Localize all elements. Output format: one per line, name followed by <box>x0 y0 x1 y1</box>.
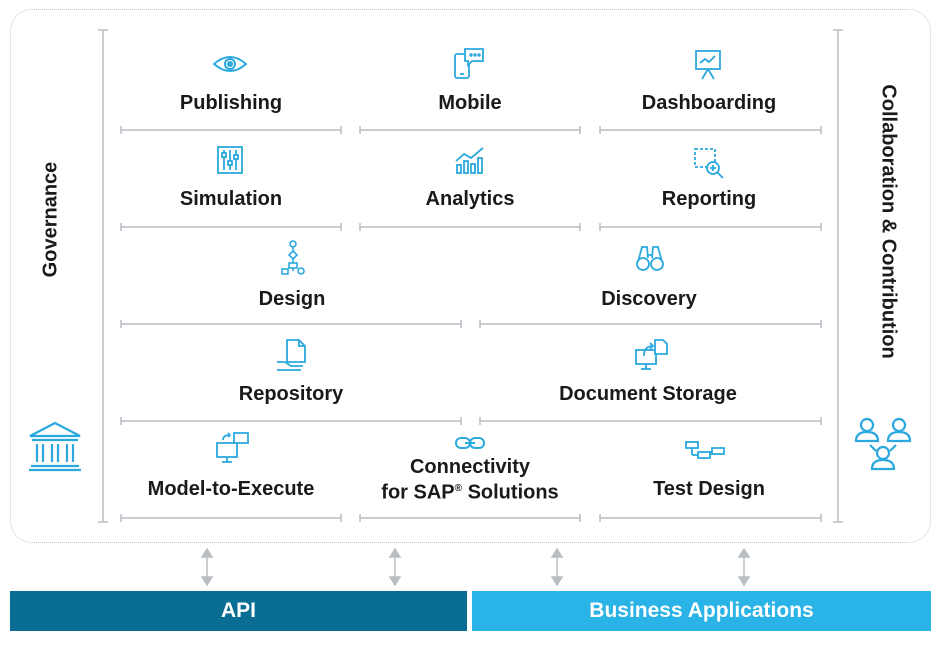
label-test-design: Test Design <box>653 478 765 500</box>
label-connectivity-line2: for SAP® Solutions <box>381 481 559 504</box>
label-mobile: Mobile <box>438 92 502 114</box>
binoculars-icon <box>636 246 664 271</box>
link-icon <box>455 437 485 449</box>
label-analytics: Analytics <box>425 188 515 210</box>
eye-icon <box>212 56 248 72</box>
registered-mark: ® <box>454 483 463 494</box>
label-dashboarding: Dashboarding <box>641 92 777 114</box>
arrow-1 <box>200 547 214 587</box>
label-simulation: Simulation <box>179 188 283 210</box>
business-applications-bar: Business Applications <box>472 591 931 631</box>
label-reporting: Reporting <box>661 188 757 210</box>
bank-building-icon <box>29 421 81 472</box>
presentation-board-icon <box>695 50 721 80</box>
label-design: Design <box>258 288 326 310</box>
label-model-to-execute: Model-to-Execute <box>147 478 315 500</box>
label-connectivity-line1: Connectivity <box>409 456 531 478</box>
label-document-storage: Document Storage <box>559 383 737 405</box>
api-bar: API <box>10 591 467 631</box>
arrow-3 <box>550 547 564 587</box>
label-discovery: Discovery <box>601 288 697 310</box>
test-flow-icon <box>685 441 725 459</box>
search-report-icon <box>694 148 724 179</box>
collaboration-label: Collaboration & Contribution <box>877 84 900 359</box>
bar-chart-trend-icon <box>455 147 484 174</box>
platform-frame <box>10 9 931 543</box>
arrow-2 <box>388 547 402 587</box>
document-monitor-icon <box>635 339 668 370</box>
label-repository: Repository <box>238 383 344 405</box>
process-flow-icon <box>281 240 305 275</box>
monitor-sync-icon <box>216 432 249 463</box>
label-publishing: Publishing <box>179 92 283 114</box>
mobile-chat-icon <box>454 48 484 79</box>
sliders-icon <box>217 146 243 174</box>
governance-label: Governance <box>39 161 62 278</box>
arrow-4 <box>737 547 751 587</box>
label-connectivity: Connectivity for SAP® Solutions <box>365 456 575 504</box>
people-network-icon <box>854 417 912 471</box>
document-hand-icon <box>277 339 306 371</box>
